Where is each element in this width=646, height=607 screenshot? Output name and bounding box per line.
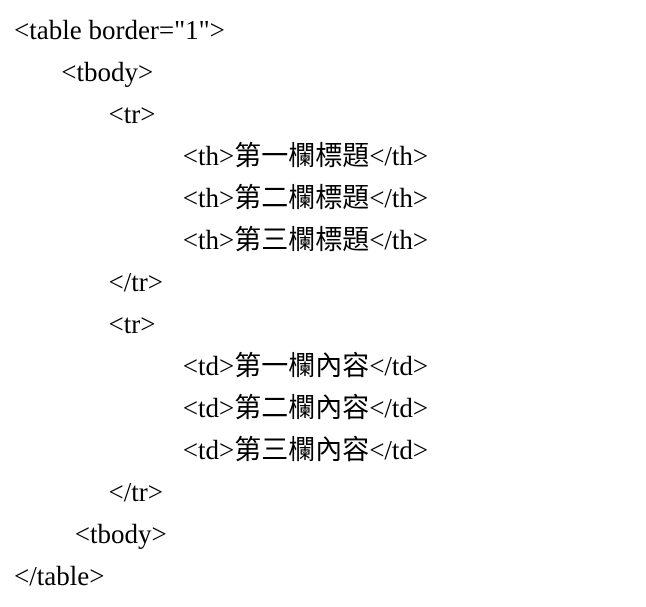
code-line: <table border="1"> bbox=[14, 15, 225, 45]
code-line: </tr> bbox=[14, 267, 163, 297]
code-line: <td>第二欄內容</td> bbox=[14, 393, 429, 423]
code-line: <td>第一欄內容</td> bbox=[14, 351, 429, 381]
code-line: <tr> bbox=[14, 309, 156, 339]
code-line: <td>第三欄內容</td> bbox=[14, 435, 429, 465]
code-line: <tr> bbox=[14, 99, 156, 129]
code-line: <tbody> bbox=[14, 57, 154, 87]
code-line: </tr> bbox=[14, 477, 163, 507]
code-line: </table> bbox=[14, 561, 105, 591]
code-line: <th>第三欄標題</th> bbox=[14, 225, 429, 255]
code-line: <tbody> bbox=[14, 519, 167, 549]
code-line: <th>第一欄標題</th> bbox=[14, 141, 429, 171]
code-line: <th>第二欄標題</th> bbox=[14, 183, 429, 213]
